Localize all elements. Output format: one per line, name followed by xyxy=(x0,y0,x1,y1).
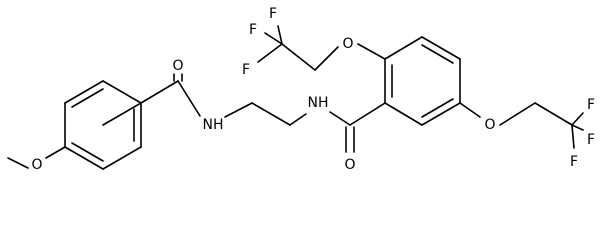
fluorine-top-2: F xyxy=(242,62,250,78)
methoxy-oxygen: O xyxy=(31,157,42,173)
bond xyxy=(7,157,29,169)
fluorine-top-1: F xyxy=(269,6,277,22)
bond xyxy=(384,36,423,60)
bond xyxy=(257,43,283,63)
bond xyxy=(571,124,575,149)
aromatic-bond xyxy=(71,88,104,108)
amide-nitrogen-right: NH xyxy=(308,95,329,111)
fluorine-right-2: F xyxy=(587,132,595,148)
bond xyxy=(357,43,386,60)
bond xyxy=(349,102,386,126)
ether-oxygen-right: O xyxy=(484,117,495,133)
aromatic-bond xyxy=(421,98,454,118)
bond xyxy=(534,102,573,126)
carbonyl-oxygen-right: O xyxy=(344,157,355,173)
amide-nitrogen-left: NH xyxy=(203,117,224,133)
fluorine-right-1: F xyxy=(587,97,595,113)
bond xyxy=(281,43,316,71)
bond xyxy=(277,25,283,45)
bond xyxy=(224,102,253,118)
benzamide-ring xyxy=(384,36,461,126)
bond xyxy=(571,112,584,126)
bond xyxy=(45,146,66,159)
bond xyxy=(421,36,461,60)
bond xyxy=(264,32,283,45)
bond xyxy=(140,80,179,104)
bond xyxy=(177,80,201,117)
bond xyxy=(251,102,291,126)
bond xyxy=(499,102,536,126)
chemical-structure-diagram: O O NH NH O O F F F O F F F xyxy=(7,6,595,173)
bond xyxy=(571,124,584,131)
bond xyxy=(384,102,423,126)
aromatic-bond xyxy=(421,44,454,64)
bond xyxy=(329,111,351,126)
bond xyxy=(289,113,307,126)
methoxyphenyl-ring xyxy=(64,80,142,170)
bond xyxy=(314,46,339,71)
bond xyxy=(102,102,142,126)
bond xyxy=(421,102,461,126)
bond xyxy=(64,146,104,170)
fluorine-top-3: F xyxy=(249,22,257,38)
bond xyxy=(459,102,481,118)
bond xyxy=(102,80,142,104)
carbonyl-oxygen-left: O xyxy=(172,58,183,74)
fluorine-right-3: F xyxy=(570,154,578,170)
bond xyxy=(102,146,142,170)
aromatic-bond xyxy=(71,142,104,162)
ether-oxygen-top: O xyxy=(342,36,353,52)
bond xyxy=(64,80,104,104)
